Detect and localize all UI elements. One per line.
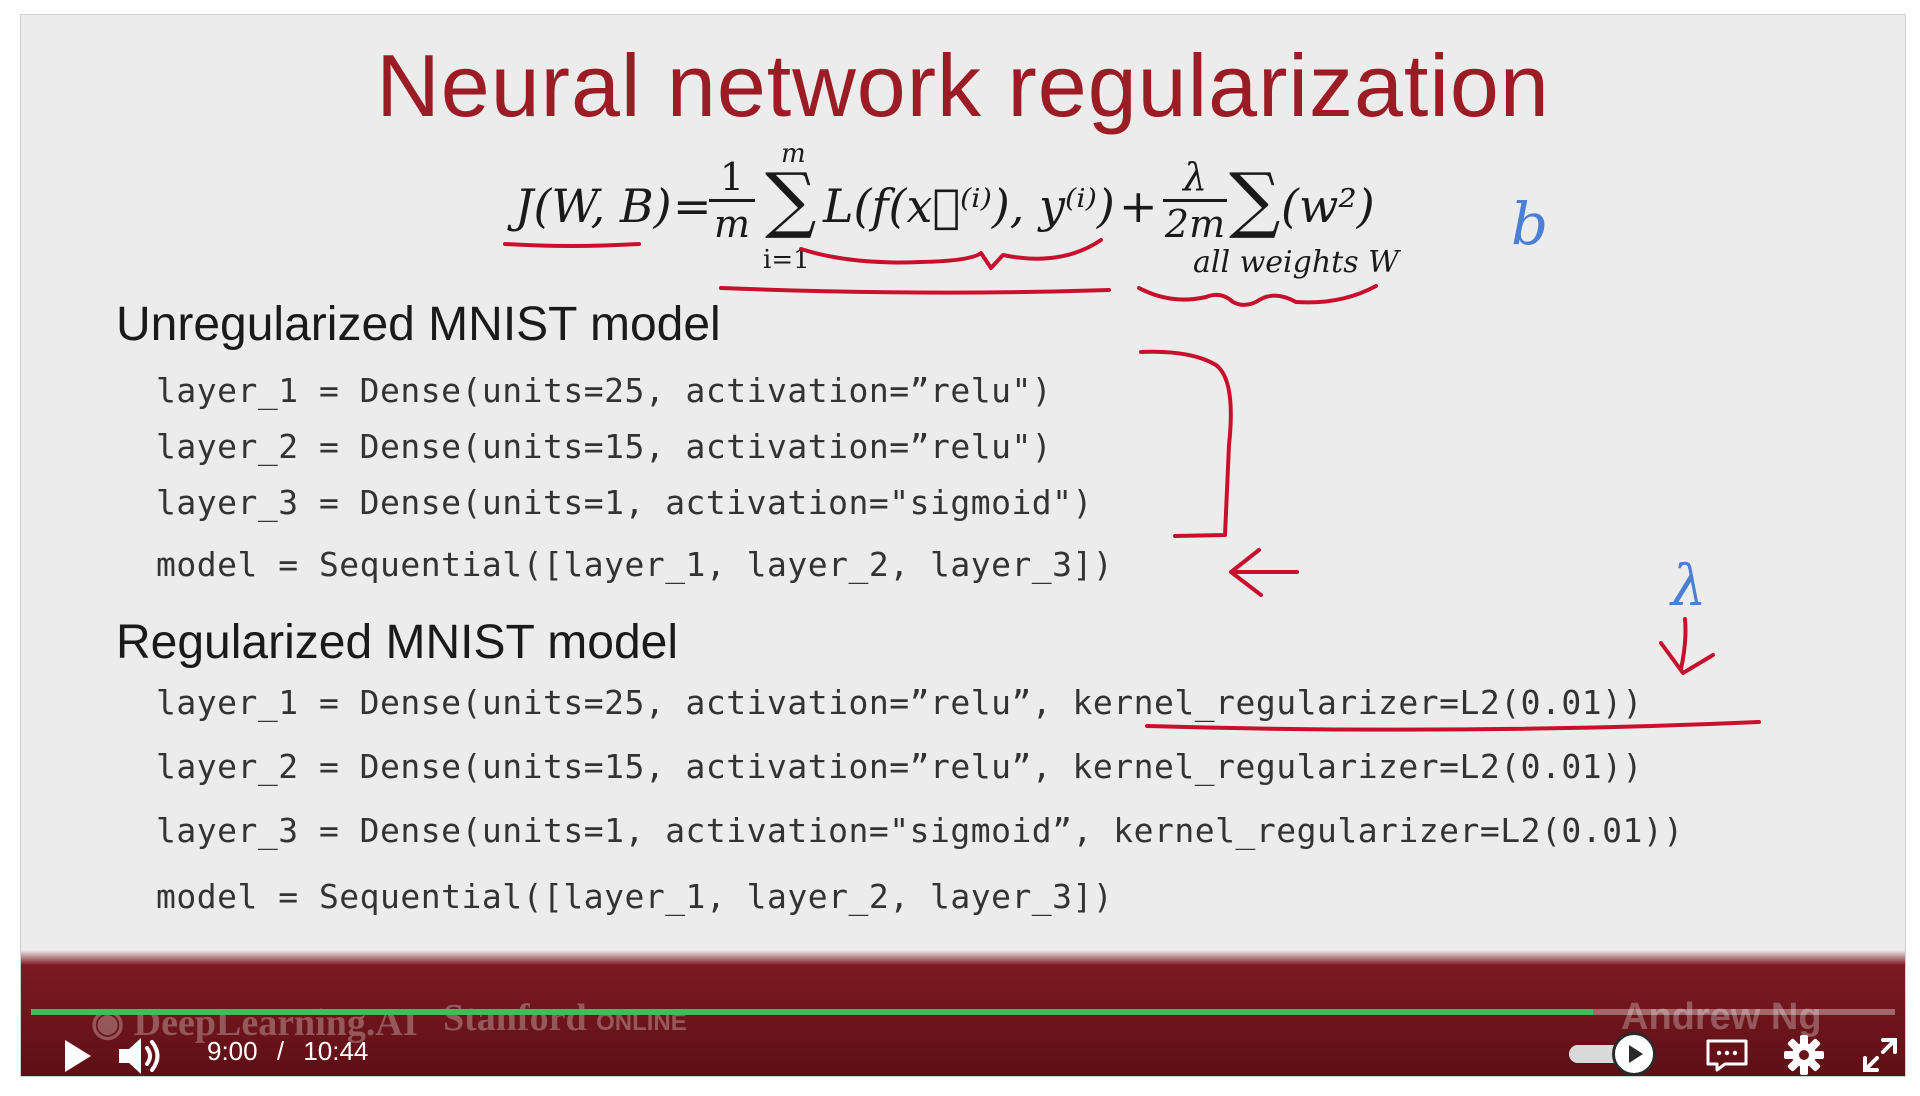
formula-equals: = [673, 179, 712, 233]
reg-code-line-2: layer_2 = Dense(units=15, activation=”re… [156, 747, 1643, 786]
annotation-lambda: λ [1669, 554, 1707, 619]
fullscreen-icon[interactable] [1861, 1036, 1899, 1074]
arrow-to-l2-param [1659, 617, 1715, 675]
reg-code-line-4: model = Sequential([layer_1, layer_2, la… [156, 877, 1114, 916]
sum-2-label: all weights W [1193, 245, 1399, 280]
formula-reg-term: (w²) [1281, 179, 1375, 233]
stanford-watermark: Stanford ONLINE [443, 996, 687, 1040]
unreg-code-line-3: layer_3 = Dense(units=1, activation="sig… [156, 483, 1093, 522]
formula-loss-term: L(f(x⃗⁽ⁱ⁾), y⁽ⁱ⁾) [823, 179, 1115, 233]
unreg-code-line-4: model = Sequential([layer_1, layer_2, la… [156, 545, 1114, 584]
time-separator: / [276, 1036, 285, 1066]
unregularized-heading: Unregularized MNIST model [116, 298, 721, 351]
fraction-2-numerator: λ [1163, 155, 1227, 202]
sum-1-upper-limit: m [781, 139, 806, 169]
volume-slider-handle[interactable] [1611, 1032, 1656, 1076]
unreg-code-line-1: layer_1 = Dense(units=25, activation=”re… [156, 371, 1053, 410]
fraction-2-denominator: 2m [1164, 202, 1226, 246]
arrow-to-model-line [1229, 548, 1299, 597]
underline-kernel-regularizer [1145, 720, 1761, 732]
duration: 10:44 [303, 1036, 369, 1066]
stanford-watermark-text: Stanford [443, 997, 587, 1039]
player-controls: ◉ DeepLearning.AI Stanford ONLINE Andrew… [21, 950, 1905, 1076]
instructor-watermark: Andrew Ng [1621, 996, 1822, 1038]
captions-icon[interactable] [1705, 1038, 1749, 1072]
gear-icon[interactable] [1783, 1034, 1825, 1076]
video-player[interactable]: Neural network regularization J(W, B) = … [20, 14, 1906, 1077]
annotation-b: b [1511, 190, 1548, 258]
cost-function-formula: J(W, B) = 1 m m ∑ i=1 L(f(x⃗⁽ⁱ⁾), y⁽ⁱ⁾) … [491, 139, 1451, 291]
unreg-code-line-2: layer_2 = Dense(units=15, activation=”re… [156, 427, 1053, 466]
progress-bar-fill [31, 1009, 1594, 1015]
current-time: 9:00 [207, 1036, 258, 1066]
sum-1-sigma-icon: ∑ [765, 157, 817, 241]
sum-1-lower-limit: i=1 [763, 245, 810, 275]
fraction-1-numerator: 1 [709, 155, 755, 202]
formula-fraction-1: 1 m [709, 155, 755, 246]
regularized-heading: Regularized MNIST model [116, 616, 679, 669]
volume-slider-fill [1569, 1045, 1622, 1063]
reg-code-line-1: layer_1 = Dense(units=25, activation=”re… [156, 683, 1643, 722]
slide-title: Neural network regularization [376, 36, 1550, 135]
volume-icon[interactable] [117, 1034, 165, 1077]
formula-fraction-2: λ 2m [1163, 155, 1227, 246]
play-icon[interactable] [57, 1036, 97, 1076]
reg-code-line-3: layer_3 = Dense(units=1, activation="sig… [156, 811, 1684, 850]
fraction-1-denominator: m [713, 202, 751, 246]
progress-bar[interactable] [31, 1009, 1895, 1015]
formula-lhs: J(W, B) [515, 179, 672, 233]
sum-2-sigma-icon: ∑ [1229, 157, 1281, 241]
time-display: 9:00 / 10:44 [207, 1036, 368, 1067]
lecture-slide[interactable]: Neural network regularization J(W, B) = … [21, 15, 1905, 955]
volume-handle-play-icon [1628, 1045, 1643, 1063]
bracket-unregularized [1139, 349, 1233, 538]
formula-plus: + [1119, 179, 1158, 233]
